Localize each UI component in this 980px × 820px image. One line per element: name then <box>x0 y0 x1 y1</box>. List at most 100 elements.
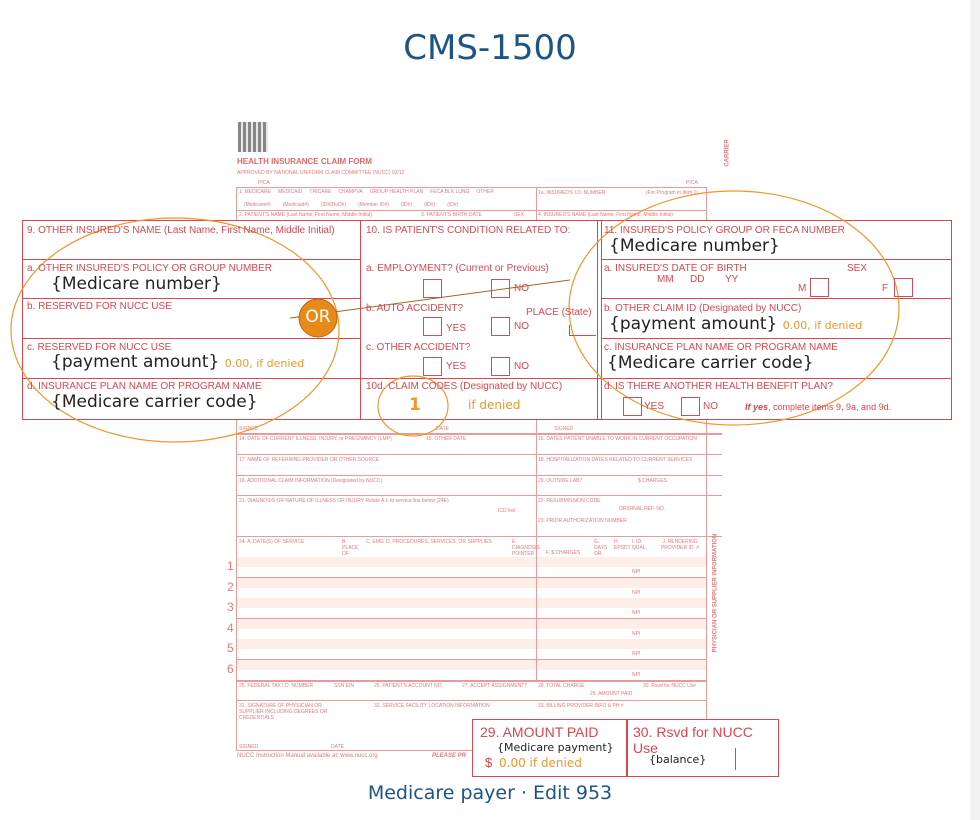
sex-female-checkbox[interactable] <box>894 278 913 297</box>
pica-right: PICA <box>686 180 698 186</box>
auto-accident-yes-checkbox[interactable] <box>423 317 442 336</box>
field-11d-instruction: If yes, complete items 9, 9a, and 9d. <box>745 402 891 412</box>
date-bottom: DATE <box>331 744 344 750</box>
other-accident-no-checkbox[interactable] <box>491 357 510 376</box>
field-16: 16. DATES PATIENT UNABLE TO WORK IN CURR… <box>538 436 697 442</box>
field-24i: I. ID. QUAL. <box>632 539 648 551</box>
feca-sub: (ID#) <box>424 202 436 208</box>
sex-male-checkbox[interactable] <box>810 278 829 297</box>
other-plan-yes-checkbox[interactable] <box>623 397 642 416</box>
field-20-charges: $ CHARGES <box>638 478 667 484</box>
npi-label: NPI <box>632 569 641 575</box>
field-33: 33. BILLING PROVIDER INFO & PH # <box>538 703 624 709</box>
field-31: 31. SIGNATURE OF PHYSICIAN OR SUPPLIER I… <box>239 703 328 721</box>
npi-label: NPI <box>632 672 641 678</box>
male-label: M <box>798 283 807 294</box>
other-plan-no-checkbox[interactable] <box>681 397 700 416</box>
field-4: 4. INSURED'S NAME (Last Name, First Name… <box>538 212 673 218</box>
field-24e: E. DIAGNOSIS POINTER <box>512 539 540 557</box>
field-23: 23. PRIOR AUTHORIZATION NUMBER <box>538 518 627 524</box>
medicare-sub: (Medicare#) <box>244 202 271 208</box>
place-state-field[interactable] <box>569 325 596 336</box>
if-yes-text: If yes <box>745 402 769 412</box>
field-29-value[interactable]: {Medicare payment} <box>497 741 614 754</box>
place-state-label: PLACE (State) <box>526 307 592 318</box>
field-29-label: 29. AMOUNT PAID <box>480 724 599 740</box>
or-label: OR <box>305 307 331 327</box>
field-11b-value[interactable]: {payment amount} 0.00, if denied <box>609 314 862 334</box>
cms1500-form-background: HEALTH INSURANCE CLAIM FORM APPROVED BY … <box>227 120 731 760</box>
other-yes-label: YES <box>446 361 467 372</box>
approved-text: APPROVED BY NATIONAL UNIFORM CLAIM COMMI… <box>237 170 405 176</box>
field-29-note: 0.00 if denied <box>499 756 582 770</box>
signed-right: SIGNED <box>554 426 574 432</box>
field-11d-label: d. IS THERE ANOTHER HEALTH BENEFIT PLAN? <box>604 381 833 392</box>
field-10d-note: if denied <box>468 398 521 412</box>
field-10-label: 10. IS PATIENT'S CONDITION RELATED TO: <box>366 225 571 236</box>
field-9-label: 9. OTHER INSURED'S NAME (Last Name, Firs… <box>27 225 335 236</box>
field-3-sex: SEX <box>514 212 525 218</box>
field-11c-value[interactable]: {Medicare carrier code} <box>607 353 814 373</box>
field-3: 3. PATIENT'S BIRTH DATE <box>421 212 482 218</box>
champva-sub: (Member ID#) <box>358 202 389 208</box>
field-21: 21. DIAGNOSIS OR NATURE OF ILLNESS OR IN… <box>239 498 449 504</box>
other-label: OTHER <box>476 189 494 195</box>
service-line-number: 4 <box>227 620 234 635</box>
field-27: 27. ACCEPT ASSIGNMENT? <box>462 683 528 689</box>
sex-label: SEX <box>847 263 868 274</box>
field-18: 18. HOSPITALIZATION DATES RELATED TO CUR… <box>538 457 693 463</box>
dd-label: DD <box>690 274 705 285</box>
auto-accident-no-checkbox[interactable] <box>491 317 510 336</box>
tricare-label: TRICARE <box>309 189 332 195</box>
please-print-text: PLEASE PR <box>432 753 467 759</box>
employment-yes-checkbox[interactable] <box>423 279 442 298</box>
signed-bottom: SIGNED <box>239 744 259 750</box>
other-no-label: NO <box>514 361 529 372</box>
field-2: 2. PATIENT'S NAME (Last Name, First Name… <box>239 212 372 218</box>
field-30-value[interactable]: {balance} <box>649 753 707 766</box>
pica-left: PICA <box>258 180 270 186</box>
employment-no-checkbox[interactable] <box>491 279 510 298</box>
female-label: F <box>882 283 889 294</box>
other-accident-yes-checkbox[interactable] <box>423 357 442 376</box>
medicaid-sub: (Medicaid#) <box>282 202 309 208</box>
other-sub: (ID#) <box>447 202 459 208</box>
npi-label: NPI <box>632 630 641 637</box>
group-sub: (ID#) <box>400 202 413 208</box>
champva-label: CHAMPVA <box>338 189 363 195</box>
field-9d-value[interactable]: {Medicare carrier code} <box>51 392 258 412</box>
field-24a: 24. A. DATE(S) OF SERVICE <box>239 539 305 545</box>
field-11-value[interactable]: {Medicare number} <box>609 236 780 256</box>
form-heading: HEALTH INSURANCE CLAIM FORM <box>237 157 372 166</box>
dollar-sign: $ <box>485 755 493 770</box>
field-9a-value[interactable]: {Medicare number} <box>51 274 222 294</box>
field-30-label: 30. Rsvd for NUCC Use <box>633 724 753 756</box>
service-line-number: 5 <box>227 641 234 656</box>
field-9c-placeholder: {payment amount} <box>51 352 220 372</box>
field-1a: 1a. INSURED'S I.D. NUMBER <box>538 190 606 196</box>
service-line-number: 2 <box>227 579 234 594</box>
auto-no-label: NO <box>514 321 529 332</box>
carrier-label: CARRIER <box>724 139 731 167</box>
field-14: 14. DATE OF CURRENT ILLNESS, INJURY, or … <box>239 436 392 442</box>
auto-yes-label: YES <box>446 323 467 334</box>
field-24c: C. EMG <box>366 539 384 545</box>
slide-edge <box>970 0 980 820</box>
field-9b-label: b. RESERVED FOR NUCC USE <box>27 301 172 312</box>
field-24j: J. RENDERING PROVIDER ID. # <box>660 539 700 551</box>
field-25: 25. FEDERAL TAX I.D. NUMBER <box>239 683 314 689</box>
npi-label: NPI <box>632 589 641 596</box>
field-9c-value[interactable]: {payment amount} 0.00, if denied <box>51 352 304 372</box>
field-10a-label: a. EMPLOYMENT? (Current or Previous) <box>366 263 549 274</box>
amount-paid-section-enlarged: 29. AMOUNT PAID {Medicare payment} $ 0.0… <box>472 719 779 777</box>
field-10d-value[interactable]: 1 <box>409 395 421 415</box>
field-11c-label: c. INSURANCE PLAN NAME OR PROGRAM NAME <box>604 342 838 353</box>
field-10c-label: c. OTHER ACCIDENT? <box>366 342 471 353</box>
